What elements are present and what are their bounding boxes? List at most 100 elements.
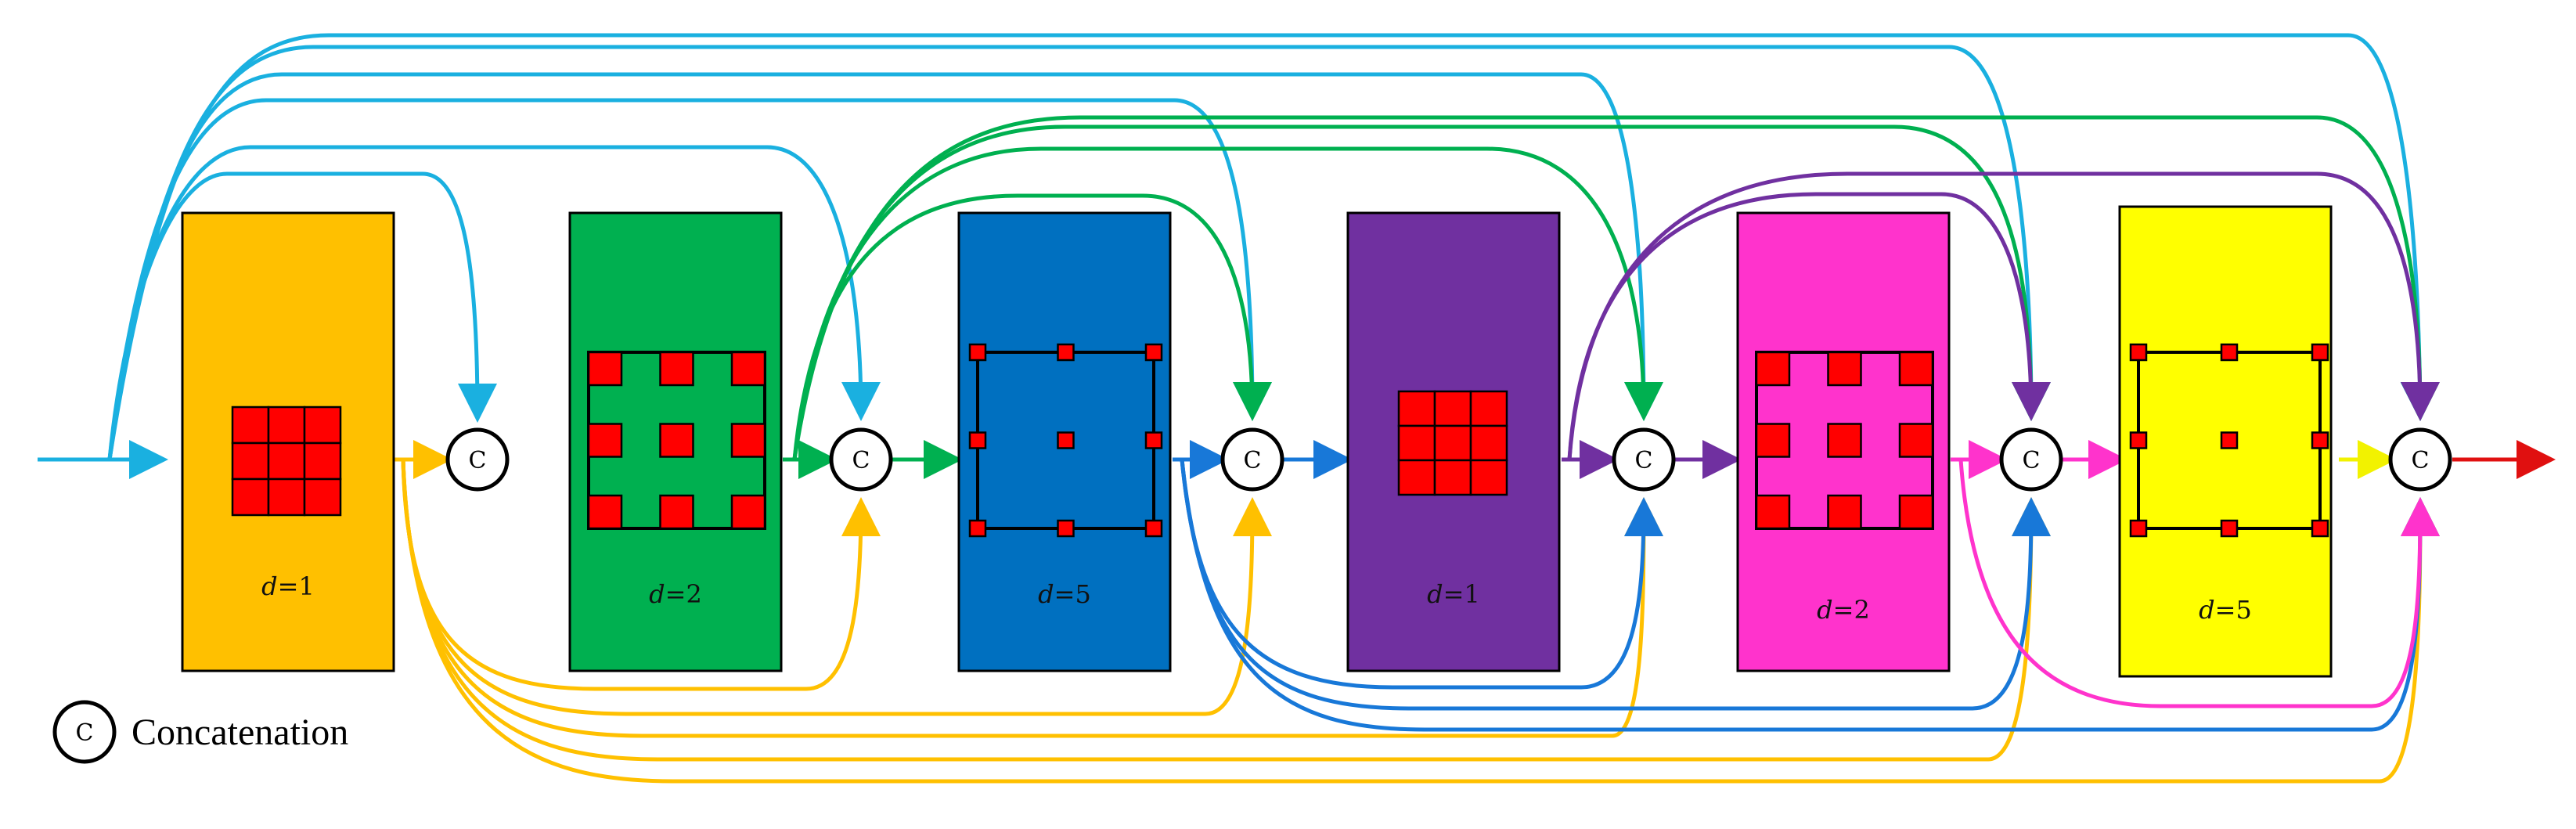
dilation-value: =5 <box>1054 579 1091 609</box>
kernel-cell <box>659 494 694 530</box>
kernel-cell <box>231 442 270 481</box>
kernel-cell <box>1397 390 1436 427</box>
kernel-cell <box>1827 494 1862 530</box>
concat-node-2: C <box>829 427 893 492</box>
kernel-cell <box>1755 423 1791 458</box>
kernel-cell <box>267 405 306 445</box>
kernel-cell <box>1755 351 1791 387</box>
block5-output-connections <box>1951 440 2440 708</box>
kernel-cell <box>267 478 306 517</box>
dilation-symbol: d <box>1427 579 1443 609</box>
block4-output-connections <box>1562 171 2440 479</box>
kernel-cell <box>1898 494 1934 530</box>
kernel-cell <box>231 478 270 517</box>
dilation-symbol: d <box>261 571 277 601</box>
kernel-cell <box>1827 351 1862 387</box>
concat-circle-icon <box>1612 427 1676 492</box>
concat-circle-icon <box>2388 427 2452 492</box>
dilation-symbol: d <box>1817 595 1832 625</box>
kernel-cell <box>2129 519 2148 538</box>
kernel-cell <box>659 351 694 387</box>
kernel-cell <box>587 423 623 458</box>
block-2: d=2 <box>568 211 783 672</box>
block-4-kernel <box>1397 390 1508 496</box>
kernel-cell <box>1144 431 1163 449</box>
kernel-cell <box>968 431 987 449</box>
block-1: d=1 <box>181 211 395 672</box>
dilation-value: =5 <box>2215 595 2252 625</box>
concat-symbol-text: C <box>852 447 870 474</box>
kernel-cell <box>267 442 306 481</box>
block-1-dilation-label: d=1 <box>261 571 315 601</box>
kernel-cell <box>1144 343 1163 362</box>
input-skip-connections <box>38 33 2440 479</box>
concat-symbol-text: C <box>1244 447 1262 474</box>
kernel-cell <box>1755 494 1791 530</box>
block2-skip-to-c6 <box>792 115 2440 460</box>
block1-output-connections <box>393 440 2440 784</box>
kernel-cell <box>2220 343 2239 362</box>
kernel-cell <box>2311 343 2329 362</box>
kernel-cell <box>1433 424 1472 462</box>
kernel-cell <box>1057 431 1075 449</box>
kernel-cell <box>2220 519 2239 538</box>
kernel-cell <box>303 442 342 481</box>
kernel-cell <box>1898 351 1934 387</box>
concat-node-3: C <box>1220 427 1284 492</box>
kernel-cell <box>730 494 766 530</box>
block-6-dilation-label: d=5 <box>2199 595 2252 625</box>
concat-symbol-text: C <box>2412 447 2430 474</box>
kernel-cell <box>1057 519 1075 538</box>
block5-skip-to-c6 <box>1958 459 2440 708</box>
kernel-cell <box>303 405 342 445</box>
block-2-kernel <box>587 351 766 530</box>
block-1-kernel <box>231 405 342 517</box>
block-5-dilation-label: d=2 <box>1817 595 1870 625</box>
kernel-cell <box>1433 459 1472 496</box>
kernel-cell <box>1433 390 1472 427</box>
kernel-cell <box>231 405 270 445</box>
kernel-cell <box>968 519 987 538</box>
kernel-cell <box>2220 431 2239 449</box>
kernel-cell <box>1397 459 1436 496</box>
block-4: d=1 <box>1346 211 1561 672</box>
concat-symbol-text: C <box>1635 447 1653 474</box>
block-3: d=5 <box>957 211 1172 672</box>
concat-node-5: C <box>1999 427 2063 492</box>
dilation-value: =2 <box>1833 595 1870 625</box>
kernel-cell <box>968 343 987 362</box>
dilation-symbol: d <box>1038 579 1054 609</box>
concat-node-6: C <box>2388 427 2452 492</box>
kernel-cell <box>1827 423 1862 458</box>
kernel-cell <box>730 351 766 387</box>
block-6-kernel <box>2129 343 2329 538</box>
kernel-cell <box>587 351 623 387</box>
legend-concat-symbol-text: C <box>76 719 94 747</box>
kernel-cell <box>1057 343 1075 362</box>
concat-circle-icon <box>829 427 893 492</box>
block-3-kernel <box>968 343 1163 538</box>
kernel-cell <box>2311 431 2329 449</box>
input-skip-to-c6 <box>107 33 2440 460</box>
kernel-cell <box>1469 459 1508 496</box>
concat-node-1: C <box>445 427 510 492</box>
block-4-dilation-label: d=1 <box>1427 579 1480 609</box>
kernel-cell <box>1469 424 1508 462</box>
kernel-cell <box>1144 519 1163 538</box>
kernel-cell <box>2129 431 2148 449</box>
kernel-cell <box>1898 423 1934 458</box>
legend: C Concatenation <box>52 700 348 764</box>
kernel-cell <box>730 423 766 458</box>
dilation-value: =1 <box>1443 579 1480 609</box>
block1-skip-to-c6 <box>401 459 2440 784</box>
dilation-symbol: d <box>2199 595 2214 625</box>
kernel-cell <box>2311 519 2329 538</box>
dilation-value: =1 <box>278 571 315 601</box>
concat-circle-icon <box>1220 427 1284 492</box>
legend-label: Concatenation <box>132 712 348 753</box>
concat-symbol-text: C <box>469 447 487 474</box>
kernel-cell <box>303 478 342 517</box>
block-6: d=5 <box>2118 205 2333 678</box>
